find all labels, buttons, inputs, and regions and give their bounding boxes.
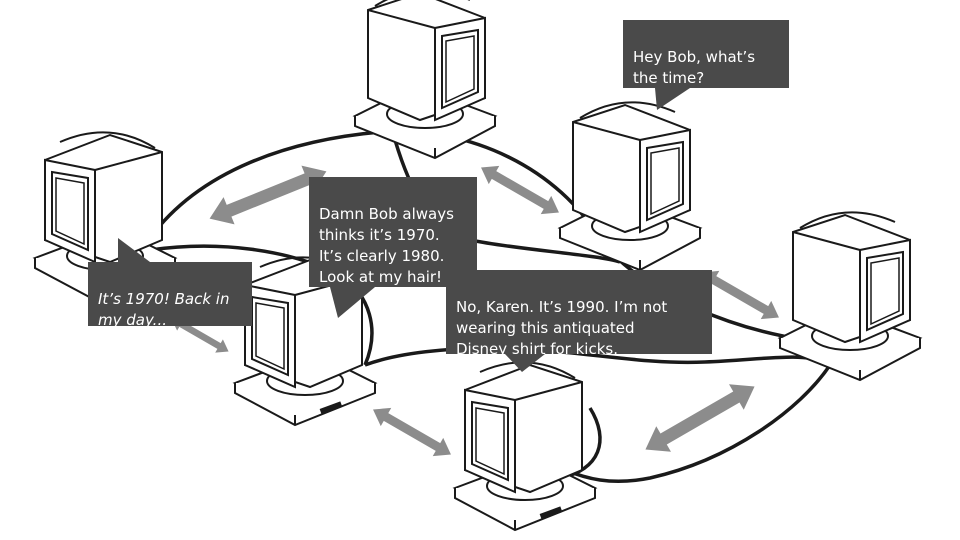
bubble-tail-bob-1970-claim	[118, 238, 150, 262]
crt-computer-icon	[454, 361, 596, 531]
bubble-tail-bob-1970-remark	[330, 287, 375, 318]
crt-computer-icon	[559, 101, 701, 271]
cable-bottom-ring	[364, 346, 826, 367]
speech-text: Hey Bob, what’s the time?	[633, 48, 756, 87]
double-headed-arrow-icon	[475, 158, 565, 222]
speech-bubble-bob-1970-remark: Damn Bob always thinks it’s 1970. It’s c…	[309, 177, 477, 287]
speech-text: Damn Bob always thinks it’s 1970. It’s c…	[319, 205, 454, 286]
speech-text: It’s 1970! Back in my day...	[98, 290, 230, 329]
speech-bubble-time-question: Hey Bob, what’s the time?	[623, 20, 789, 88]
bubble-tail-time-question	[655, 88, 690, 110]
speech-bubble-karen-1990-reply: No, Karen. It’s 1990. I’m not wearing th…	[446, 270, 712, 358]
bubble-tail-karen-1990-reply	[505, 354, 545, 372]
bubble-tails	[118, 88, 690, 372]
crt-computer-icon	[354, 0, 496, 159]
cable-right-to-bottom	[564, 364, 832, 484]
double-headed-arrow-icon	[638, 373, 762, 463]
double-headed-arrow-icon	[367, 400, 457, 464]
crt-computer-icon	[779, 211, 921, 381]
speech-bubble-bob-1970-claim: It’s 1970! Back in my day...	[88, 262, 252, 329]
speech-text: No, Karen. It’s 1990. I’m not wearing th…	[456, 298, 668, 358]
